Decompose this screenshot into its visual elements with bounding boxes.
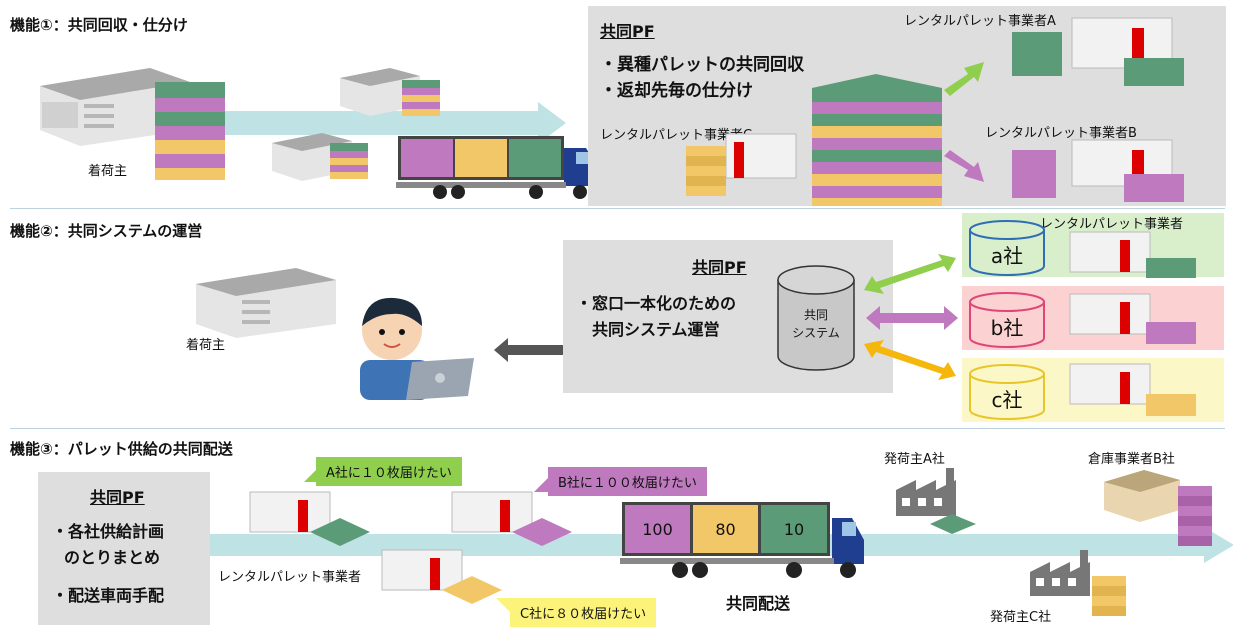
shipper-label: 着荷主: [88, 164, 128, 179]
shared-system-line2: システム: [792, 326, 840, 340]
warehouse-c-icon: [381, 549, 502, 604]
callout-b: B社に１００枚届けたい: [548, 467, 707, 496]
operator-label-3: レンタルパレット事業者: [218, 570, 362, 585]
joint-delivery-label: 共同配送: [726, 594, 791, 613]
delivery-truck-icon: [620, 518, 864, 578]
section3-title: 機能③：パレット供給の共同配送: [10, 440, 233, 458]
shipper-label-2: 着荷主: [186, 338, 226, 353]
truck-icon: [396, 148, 598, 199]
warehouse-b-icon: [451, 491, 572, 546]
truck-load-green: [509, 139, 561, 177]
warehouse-b-icon: [1012, 139, 1184, 202]
operator-label-2: レンタルパレット事業者: [1040, 217, 1184, 232]
truck-load-b: 100: [625, 505, 690, 553]
operator-a-label: レンタルパレット事業者A: [904, 14, 1056, 29]
warehouse-icon: [1069, 293, 1196, 344]
collection-arrow-head: [538, 102, 566, 144]
warehouse-b-operator-label: 倉庫事業者B社: [1088, 452, 1175, 467]
callout-c: C社に８０枚届けたい: [510, 598, 657, 627]
company-c-label: c社: [991, 388, 1023, 412]
pf-title-3: 共同PF: [90, 488, 145, 507]
mixed-pallet-stack-icon: [812, 74, 942, 206]
factory-icon: [1030, 550, 1126, 616]
pf3-line-2: のとりまとめ: [64, 548, 161, 567]
warehouse-icon: [196, 268, 336, 338]
pf-title: 共同PF: [600, 22, 655, 41]
pf3-line-3: ・配送車両手配: [52, 586, 165, 605]
warehouse-b-operator-icon: [1104, 470, 1212, 546]
pf3-line-1: ・各社供給計画: [52, 522, 165, 541]
pf-title-2: 共同PF: [692, 258, 747, 277]
callout-a-pointer: [304, 468, 318, 482]
warehouse-a-icon: [1012, 17, 1184, 86]
shared-platform-panel-3: [38, 472, 210, 625]
delivery-truck-trailer: 100 80 10: [622, 502, 830, 556]
pf2-line-2: 共同システム運営: [592, 320, 720, 339]
callout-a: A社に１０枚届けたい: [316, 457, 462, 486]
factory-icon: [896, 468, 976, 534]
warehouse-icon: [40, 68, 190, 146]
shipper-a-label: 発荷主A社: [884, 452, 945, 467]
company-b-label: b社: [990, 316, 1024, 340]
pf-bullet-2: ・返却先毎の仕分け: [600, 81, 753, 101]
company-b-database-icon: [969, 292, 1045, 348]
pallet-stack-icon: [155, 82, 225, 180]
truck-load-a: 10: [761, 505, 827, 553]
truck-load-yellow: [455, 139, 507, 177]
shared-system-line1: 共同: [803, 308, 828, 322]
collection-flow-arrow: [220, 111, 540, 135]
section1-title: 機能①：共同回収・仕分け: [10, 16, 188, 34]
company-a-database-icon: [969, 220, 1045, 276]
warehouse-icon: [1069, 363, 1196, 416]
operator-c-label: レンタルパレット事業者C: [600, 128, 753, 143]
truck-load-purple: [401, 139, 453, 177]
company-c-database-icon: [969, 364, 1045, 420]
bidirectional-arrow-purple: [866, 306, 958, 330]
person-at-laptop-icon: [360, 297, 474, 400]
company-a-label: a社: [990, 244, 1024, 268]
truck-trailer: [398, 136, 564, 180]
operator-b-label: レンタルパレット事業者B: [985, 126, 1137, 141]
warehouse-c-icon: [686, 133, 797, 196]
section-divider: [10, 428, 1225, 429]
arrow-to-b: [944, 150, 984, 182]
callout-b-pointer: [534, 478, 548, 492]
arrow-to-a: [944, 62, 984, 96]
truck-load-c: 80: [693, 505, 758, 553]
shipper-c-label: 発荷主C社: [990, 610, 1052, 625]
shared-system-database-icon: [777, 265, 855, 371]
warehouse-icon: [340, 68, 440, 116]
warehouse-a-icon: [249, 491, 370, 546]
section2-title: 機能②：共同システムの運営: [10, 222, 203, 240]
warehouse-icon: [1069, 231, 1196, 278]
warehouse-icon: [272, 133, 368, 181]
pf-bullet-1: ・異種パレットの共同回収: [600, 55, 804, 75]
callout-c-pointer: [496, 598, 510, 612]
bidirectional-arrow-orange: [864, 340, 956, 380]
section-divider: [10, 208, 1225, 209]
bidirectional-arrow-green: [864, 254, 956, 294]
pf2-line-1: ・窓口一本化のための: [576, 294, 737, 313]
